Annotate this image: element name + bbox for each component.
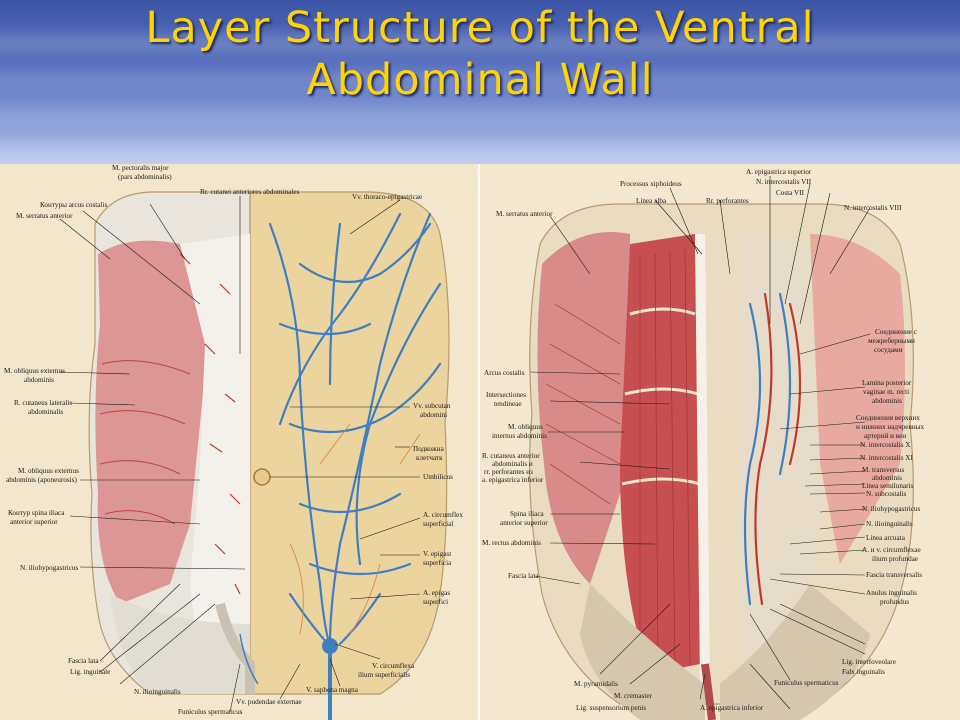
right-label-linea-arcuata: Linea arcuata [866,534,905,542]
right-label-m-pyramidalis: M. pyramidalis [574,680,618,688]
right-label-lamina-c: abdominis [872,397,902,405]
right-label-anulus: Anulus inguinalis [866,589,917,597]
right-label-soedinenie-b: межреберными [868,337,915,345]
right-label-lig-suspensorium: Lig. suspensorium penis [576,704,647,712]
left-label-a-circumflex: A. circumflex [423,511,463,519]
right-label-n-intercostalis-7: N. intercostalis VII [756,178,812,186]
left-label-fascia-lata: Fascia lata [68,657,99,665]
right-label-a-circumflexae: A. и v. circumflexae [862,546,921,554]
right-label-intersectiones-b: tendineae [494,400,522,408]
right-label-serratus: M. serratus anterior [496,210,553,218]
left-label-kontur-spina: Контур spina iliaca [8,509,65,517]
left-label-obliquus-2: M. obliquus externus [18,467,79,475]
right-label-funiculus: Funiculus spermaticus [774,679,839,687]
right-label-spina-iliaca: Spina iliaca [510,510,544,518]
left-label-podkozh: Подкожна [413,445,444,453]
left-label-funiculus: Funiculus spermaticus [178,708,243,716]
right-label-n-ilioinguinalis: N. ilioinguinalis [866,520,913,528]
right-label-linea-semilunaris: Linea semilunaris [862,482,914,490]
left-label-vv-subcutan: Vv. subcutan [413,402,451,410]
right-label-m-transversus-b: abdominis [872,474,902,482]
left-label-kontury: Контуры arcus costalis [40,201,108,209]
left-label-r-cutaneus: R. cutaneus lateralis [14,399,73,407]
left-label-rr-cutanei: Rr. cutanei anteriores abdominales [200,188,300,196]
title-line-1: Layer Structure of the Ventral [145,3,815,53]
right-label-m-obliquus-b: internus abdominis [492,432,547,440]
left-label-podkozh-b: клетчатк [416,454,443,462]
right-label-a-circumflexae-b: ilium profundae [872,555,919,563]
right-label-processus: Processus xiphoideus [620,180,682,188]
left-label-a-epigas-b: superfici [423,598,449,606]
right-label-r-cutaneus-ant-b: abdominalis и [492,460,533,468]
right-label-arcus-costalis: Arcus costalis [484,369,525,377]
right-label-fascia-transversalis: Fascia transversalis [866,571,923,579]
right-anatomy-illustration [480,164,960,720]
title-line-2: Abdominal Wall [306,55,654,105]
right-label-n-iliohypogastricus: N. iliohypogastricus [862,505,921,513]
left-label-vv-subcutan-b: abdomini [420,411,448,419]
right-label-a-epigastrica-inf: A. epigastrica inferior [700,704,764,712]
slide-title: Layer Structure of the Ventral Abdominal… [0,2,960,106]
left-label-r-cutaneus-b: abdominalis [28,408,64,416]
left-label-obliquus-1: M. obliquus externus [4,367,65,375]
right-label-m-rectus: M. rectus abdominis [482,539,541,547]
right-label-soedineniya-c: артерий и вен [864,432,907,440]
left-label-v-circumflexa-b: ilium superficialis [358,671,411,679]
left-label-obliquus-1b: abdominis [24,376,54,384]
right-label-spina-iliaca-b: anterior superior [500,519,548,527]
right-label-rr-perforantes: Rr. perforantes [706,197,749,205]
left-label-v-saphena: V. saphena magna [306,686,358,694]
right-label-fascia-lata: Fascia lata [508,572,539,580]
right-label-a-epigastrica-sup: A. epigastrica superior [746,168,812,176]
right-label-lamina-b: vaginae m. recti [863,388,910,396]
left-label-v-epigast-b: superficia [423,559,452,567]
left-label-serratus: M. serratus anterior [16,212,73,220]
left-label-vv-pudendae: Vv. pudendae externae [236,698,302,706]
left-label-a-circumflex-b: superficial [423,520,454,528]
left-label-pectoralis: M. pectoralis major [112,164,169,172]
right-label-r-cutaneus-ant-c: rr. perforantes из [484,468,533,476]
right-label-lig-interfoveolare: Lig. interfoveolare [842,658,896,666]
right-label-costa-7: Costa VII [776,189,805,197]
left-label-umbilicus: Umbilicus [423,473,453,481]
right-label-soedineniya-b: и нижних надчревных [856,423,925,431]
right-label-soedineniya: Соединения верхних [856,414,920,422]
left-label-vv-thoraco: Vv. thoraco-epigastricae [352,193,423,201]
left-label-n-ilioinguinalis: N. ilioinguinalis [134,688,181,696]
left-label-v-circumflexa: V. circumflexa [372,662,415,670]
left-anatomy-illustration [0,164,478,720]
left-label-v-epigast: V. epigast [423,550,452,558]
right-label-falx-inguinalis: Falx inguinalis [842,668,885,676]
right-label-soedinenie-c: сосудами [874,346,903,354]
right-label-m-cremaster: M. cremaster [614,692,652,700]
right-label-intersectiones: Intersectiones [486,391,526,399]
right-label-r-cutaneus-ant-d: a. epigastrica inferior [482,476,544,484]
right-label-n-intercostalis-10: N. intercostalis X [860,441,911,449]
title-banner: Layer Structure of the Ventral Abdominal… [0,0,960,164]
right-label-anulus-b: profundus [880,598,910,606]
right-label-n-intercostalis-8: N. intercostalis VIII [844,204,902,212]
left-label-kontur-spina-b: anterior superior [10,518,58,526]
left-label-pectoralis-2: (pars abdominalis) [118,173,172,181]
right-label-lamina: Lamina posterior [862,379,912,387]
left-label-n-iliohypogastricus: N. iliohypogastricus [20,564,79,572]
right-label-n-intercostalis-11: N. intercostalis XI [860,454,913,462]
illustration-area: M. pectoralis major (pars abdominalis) К… [0,164,960,720]
left-label-a-epigas: A. epigas [423,589,451,597]
right-label-r-cutaneus-ant: R. cutaneus anterior [482,452,540,460]
right-label-linea-alba: Linea alba [636,197,667,205]
panel-divider [478,164,480,720]
right-label-n-subcostalis: N. subcostalis [866,490,907,498]
right-label-soedinenie: Соединение с [875,328,917,336]
left-label-obliquus-2b: abdominis (aponeurosis) [6,476,77,484]
left-label-lig-inguinale: Lig. inguinale [70,668,111,676]
right-label-m-transversus: M. transversus [862,466,905,474]
right-label-m-obliquus: M. obliquus [508,423,543,431]
